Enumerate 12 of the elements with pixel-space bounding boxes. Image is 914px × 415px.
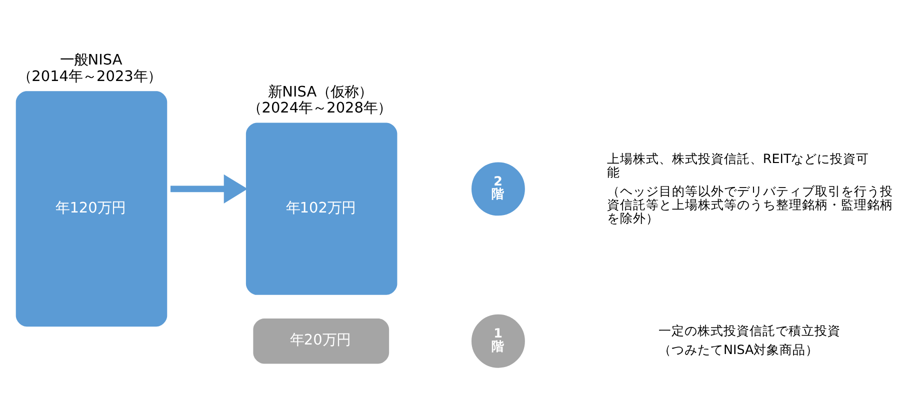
arrow (170, 174, 248, 204)
node-label: 新NISA（仮称）（2024年～2028年） (248, 84, 392, 117)
node-box: 年102万円 (246, 122, 398, 295)
node-label: 上場株式、株式投資信託、REITなどに投資可能 (606, 150, 870, 180)
node-label: 一定の株式投資信託で積立投資 (658, 322, 841, 338)
node-label: （ヘッジ目的等以外でデリバティブ取引を行う投資信託等と上場株式等のうち整理銘柄・監理銘柄を除外） (606, 183, 893, 226)
node-box: 年120万円 (16, 91, 168, 327)
node-circle: 2階 (472, 162, 525, 216)
node-box: 年20万円 (253, 318, 390, 364)
node-circle: 1階 (472, 314, 525, 368)
node-label: （つみたてNISA対象商品） (658, 342, 819, 357)
node-label: 一般NISA（2014年～2023年） (18, 52, 162, 85)
